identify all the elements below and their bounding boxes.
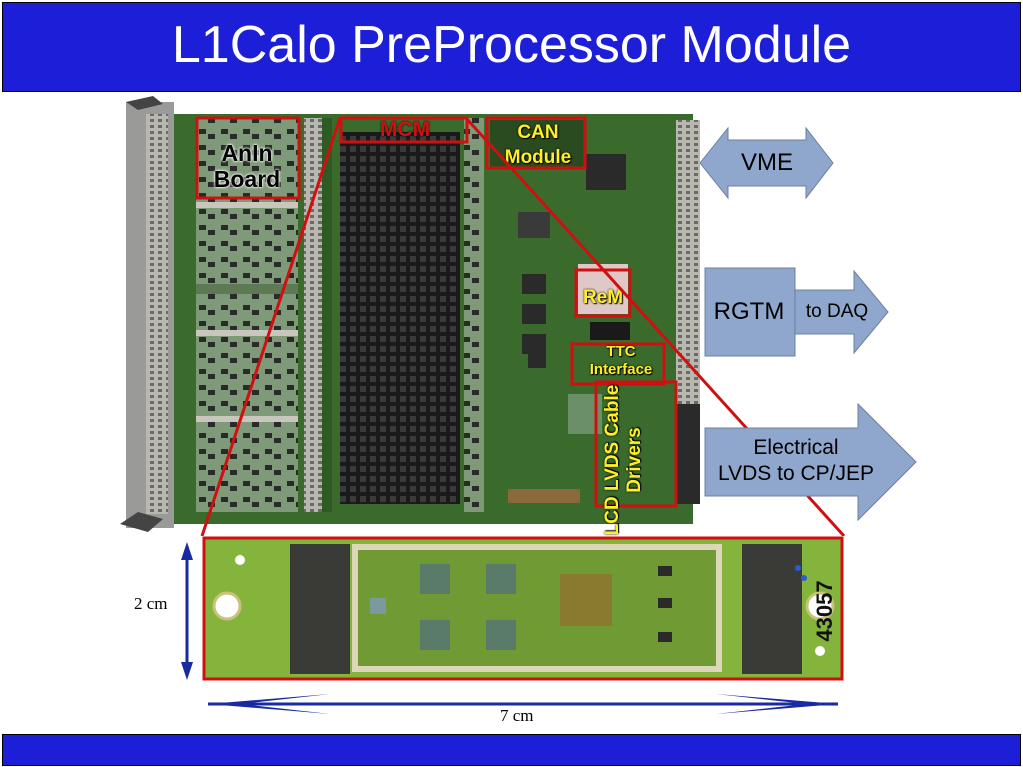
- rem-label: ReM: [582, 287, 624, 308]
- height-dimension-label: 2 cm: [134, 594, 168, 613]
- mcm-label: MCM: [379, 118, 431, 141]
- ttc-interface-label: TTC Interface: [589, 343, 653, 378]
- mcm-module-photo: [202, 536, 844, 681]
- anin-board-label: AnIn Board: [213, 140, 281, 192]
- rgtm-label: RGTM: [713, 298, 785, 325]
- width-dimension-label: 7 cm: [500, 706, 534, 725]
- electrical-label: Electrical: [753, 436, 839, 459]
- lvds-arrow: [704, 402, 917, 522]
- vme-arrow: [700, 126, 834, 200]
- vme-label: VME: [740, 149, 793, 176]
- rgtm-daq-arrow: [704, 267, 889, 357]
- footer-bar: [2, 734, 1021, 766]
- lvds-cp-jep-label: LVDS to CP/JEP: [717, 462, 874, 485]
- can-module-label: CAN Module: [504, 122, 572, 168]
- slide-title: L1Calo PreProcessor Module: [171, 16, 852, 74]
- ppm-board-photo: [120, 96, 700, 532]
- title-bar: L1Calo PreProcessor Module: [2, 2, 1021, 92]
- to-daq-label: to DAQ: [805, 301, 869, 322]
